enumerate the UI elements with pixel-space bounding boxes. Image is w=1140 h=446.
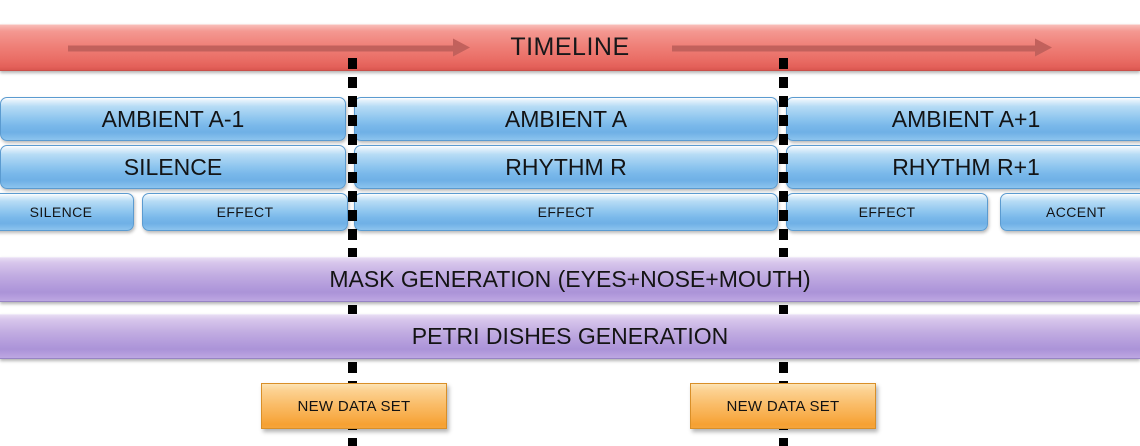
- timeline-arrow-left-icon: [68, 38, 470, 57]
- marker-line-1: [348, 58, 357, 446]
- new-data-set-box-1: NEW DATA SET: [261, 383, 447, 429]
- timeline-bar: TIMELINE: [0, 24, 1140, 71]
- rhythm-segment-r-plus-1: RHYTHM R+1: [786, 145, 1140, 189]
- petri-dishes-bar: PETRI DISHES GENERATION: [0, 314, 1140, 359]
- effect-segment-3: EFFECT: [786, 193, 988, 231]
- effect-segment-1: EFFECT: [142, 193, 348, 231]
- effect-segment-silence: SILENCE: [0, 193, 134, 231]
- ambient-segment-a-minus-1: AMBIENT A-1: [0, 97, 346, 141]
- effect-segment-accent: ACCENT: [1000, 193, 1140, 231]
- timeline-arrow-right-icon: [672, 38, 1052, 57]
- rhythm-segment-silence: SILENCE: [0, 145, 346, 189]
- mask-generation-bar: MASK GENERATION (EYES+NOSE+MOUTH): [0, 257, 1140, 302]
- new-data-set-box-2: NEW DATA SET: [690, 383, 876, 429]
- marker-line-2: [779, 58, 788, 446]
- rhythm-segment-r: RHYTHM R: [354, 145, 778, 189]
- timeline-label: TIMELINE: [510, 33, 630, 61]
- effect-segment-2: EFFECT: [354, 193, 778, 231]
- ambient-segment-a-plus-1: AMBIENT A+1: [786, 97, 1140, 141]
- ambient-segment-a: AMBIENT A: [354, 97, 778, 141]
